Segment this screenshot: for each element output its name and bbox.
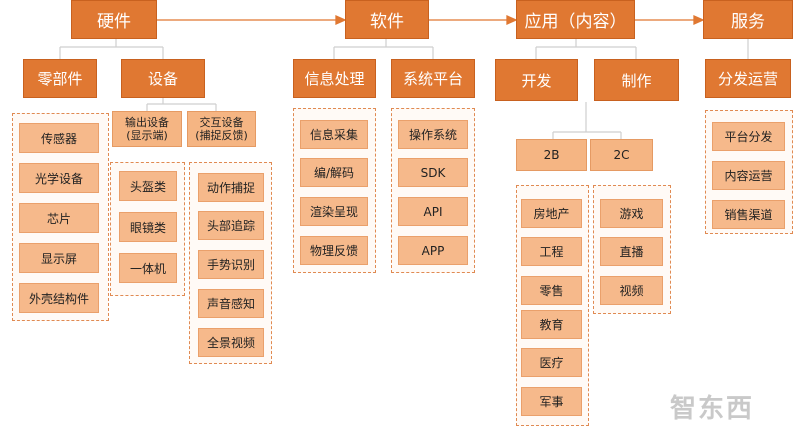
output-item: 头盔类 [119, 171, 177, 201]
interact-item: 头部追踪 [198, 211, 264, 240]
platform-item: APP [398, 236, 468, 265]
b2b-item: 房地产 [521, 199, 582, 228]
interact-item: 手势识别 [198, 250, 264, 279]
node-produce: 制作 [594, 59, 679, 101]
node-2c: 2C [590, 139, 653, 171]
node-system-platform: 系统平台 [391, 59, 475, 98]
parts-item: 外壳结构件 [19, 283, 99, 313]
info-item: 渲染呈现 [300, 197, 368, 226]
b2b-item: 医疗 [521, 348, 582, 377]
platform-item: 操作系统 [398, 120, 468, 149]
interact-item: 声音感知 [198, 289, 264, 318]
interact-item: 动作捕捉 [198, 173, 264, 202]
parts-item: 芯片 [19, 203, 99, 233]
info-item: 编/解码 [300, 158, 368, 187]
info-item: 物理反馈 [300, 236, 368, 265]
node-parts: 零部件 [23, 59, 97, 98]
node-develop: 开发 [495, 59, 578, 101]
info-item: 信息采集 [300, 120, 368, 149]
top-service: 服务 [703, 0, 793, 39]
output-item: 眼镜类 [119, 212, 177, 242]
c2c-item: 直播 [600, 237, 663, 266]
b2b-item: 教育 [521, 310, 582, 339]
node-devices: 设备 [121, 59, 205, 98]
node-info-processing: 信息处理 [293, 59, 376, 98]
b2b-item: 零售 [521, 276, 582, 305]
platform-item: SDK [398, 158, 468, 187]
top-application: 应用（内容） [516, 0, 635, 39]
top-hardware: 硬件 [71, 0, 157, 39]
node-2b: 2B [516, 139, 587, 171]
b2b-item: 工程 [521, 237, 582, 266]
service-item: 内容运营 [712, 161, 785, 190]
parts-item: 传感器 [19, 123, 99, 153]
node-distribution: 分发运营 [705, 59, 791, 98]
watermark-logo: 智东西 [670, 394, 755, 424]
b2b-item: 军事 [521, 387, 582, 416]
parts-item: 光学设备 [19, 163, 99, 193]
platform-item: API [398, 197, 468, 226]
parts-item: 显示屏 [19, 243, 99, 273]
top-software: 软件 [345, 0, 429, 39]
interact-item: 全景视频 [198, 328, 264, 357]
output-item: 一体机 [119, 253, 177, 283]
service-item: 平台分发 [712, 122, 785, 151]
node-interact-device: 交互设备 (捕捉反馈) [187, 111, 256, 147]
service-item: 销售渠道 [712, 200, 785, 229]
c2c-item: 视频 [600, 276, 663, 305]
c2c-item: 游戏 [600, 199, 663, 228]
node-output-device: 输出设备 (显示端) [112, 111, 182, 147]
